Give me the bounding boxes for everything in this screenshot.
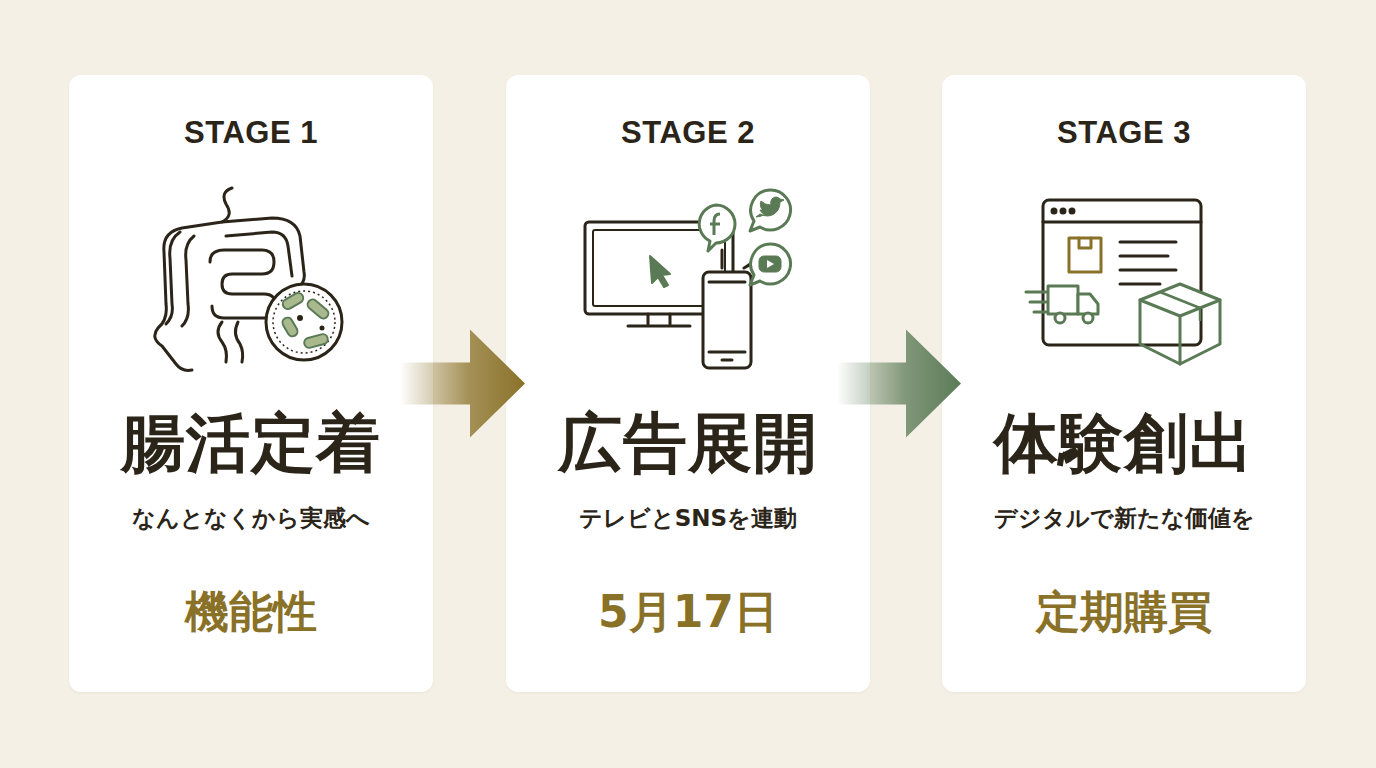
stage-subtitle: デジタルで新たな価値を xyxy=(942,503,1306,534)
ecommerce-icon xyxy=(1043,200,1201,345)
stage-label: STAGE 1 xyxy=(69,115,433,151)
intestine-icon xyxy=(155,188,305,370)
flow-arrow xyxy=(837,330,961,438)
stage-keyword: 機能性 xyxy=(69,583,433,642)
flow-arrow xyxy=(400,330,525,438)
stage-subtitle: テレビとSNSを連動 xyxy=(506,503,870,534)
stage-title: 腸活定着 xyxy=(69,400,433,487)
media-icon xyxy=(585,222,758,368)
stage-card: STAGE 3 体験創出デジタルで新たな価値を定期購買 xyxy=(942,75,1306,692)
stage-title: 体験創出 xyxy=(942,400,1306,487)
delivery-icon xyxy=(1026,284,1220,364)
stage-label: STAGE 3 xyxy=(942,115,1306,151)
bacteria-icon xyxy=(266,284,342,360)
stage-label: STAGE 2 xyxy=(506,115,870,151)
stage-card: STAGE 1 腸活定着なんとなくから実感へ機能性 xyxy=(69,75,433,692)
stage-keyword: 5月17日 xyxy=(506,583,870,642)
stage-card: STAGE 2 広告展開テレビとSNSを連動 5月17日 xyxy=(506,75,870,692)
stage-title: 広告展開 xyxy=(506,400,870,487)
stage-subtitle: なんとなくから実感へ xyxy=(69,503,433,534)
social-icons xyxy=(699,190,790,285)
stage-keyword: 定期購買 xyxy=(942,583,1306,642)
